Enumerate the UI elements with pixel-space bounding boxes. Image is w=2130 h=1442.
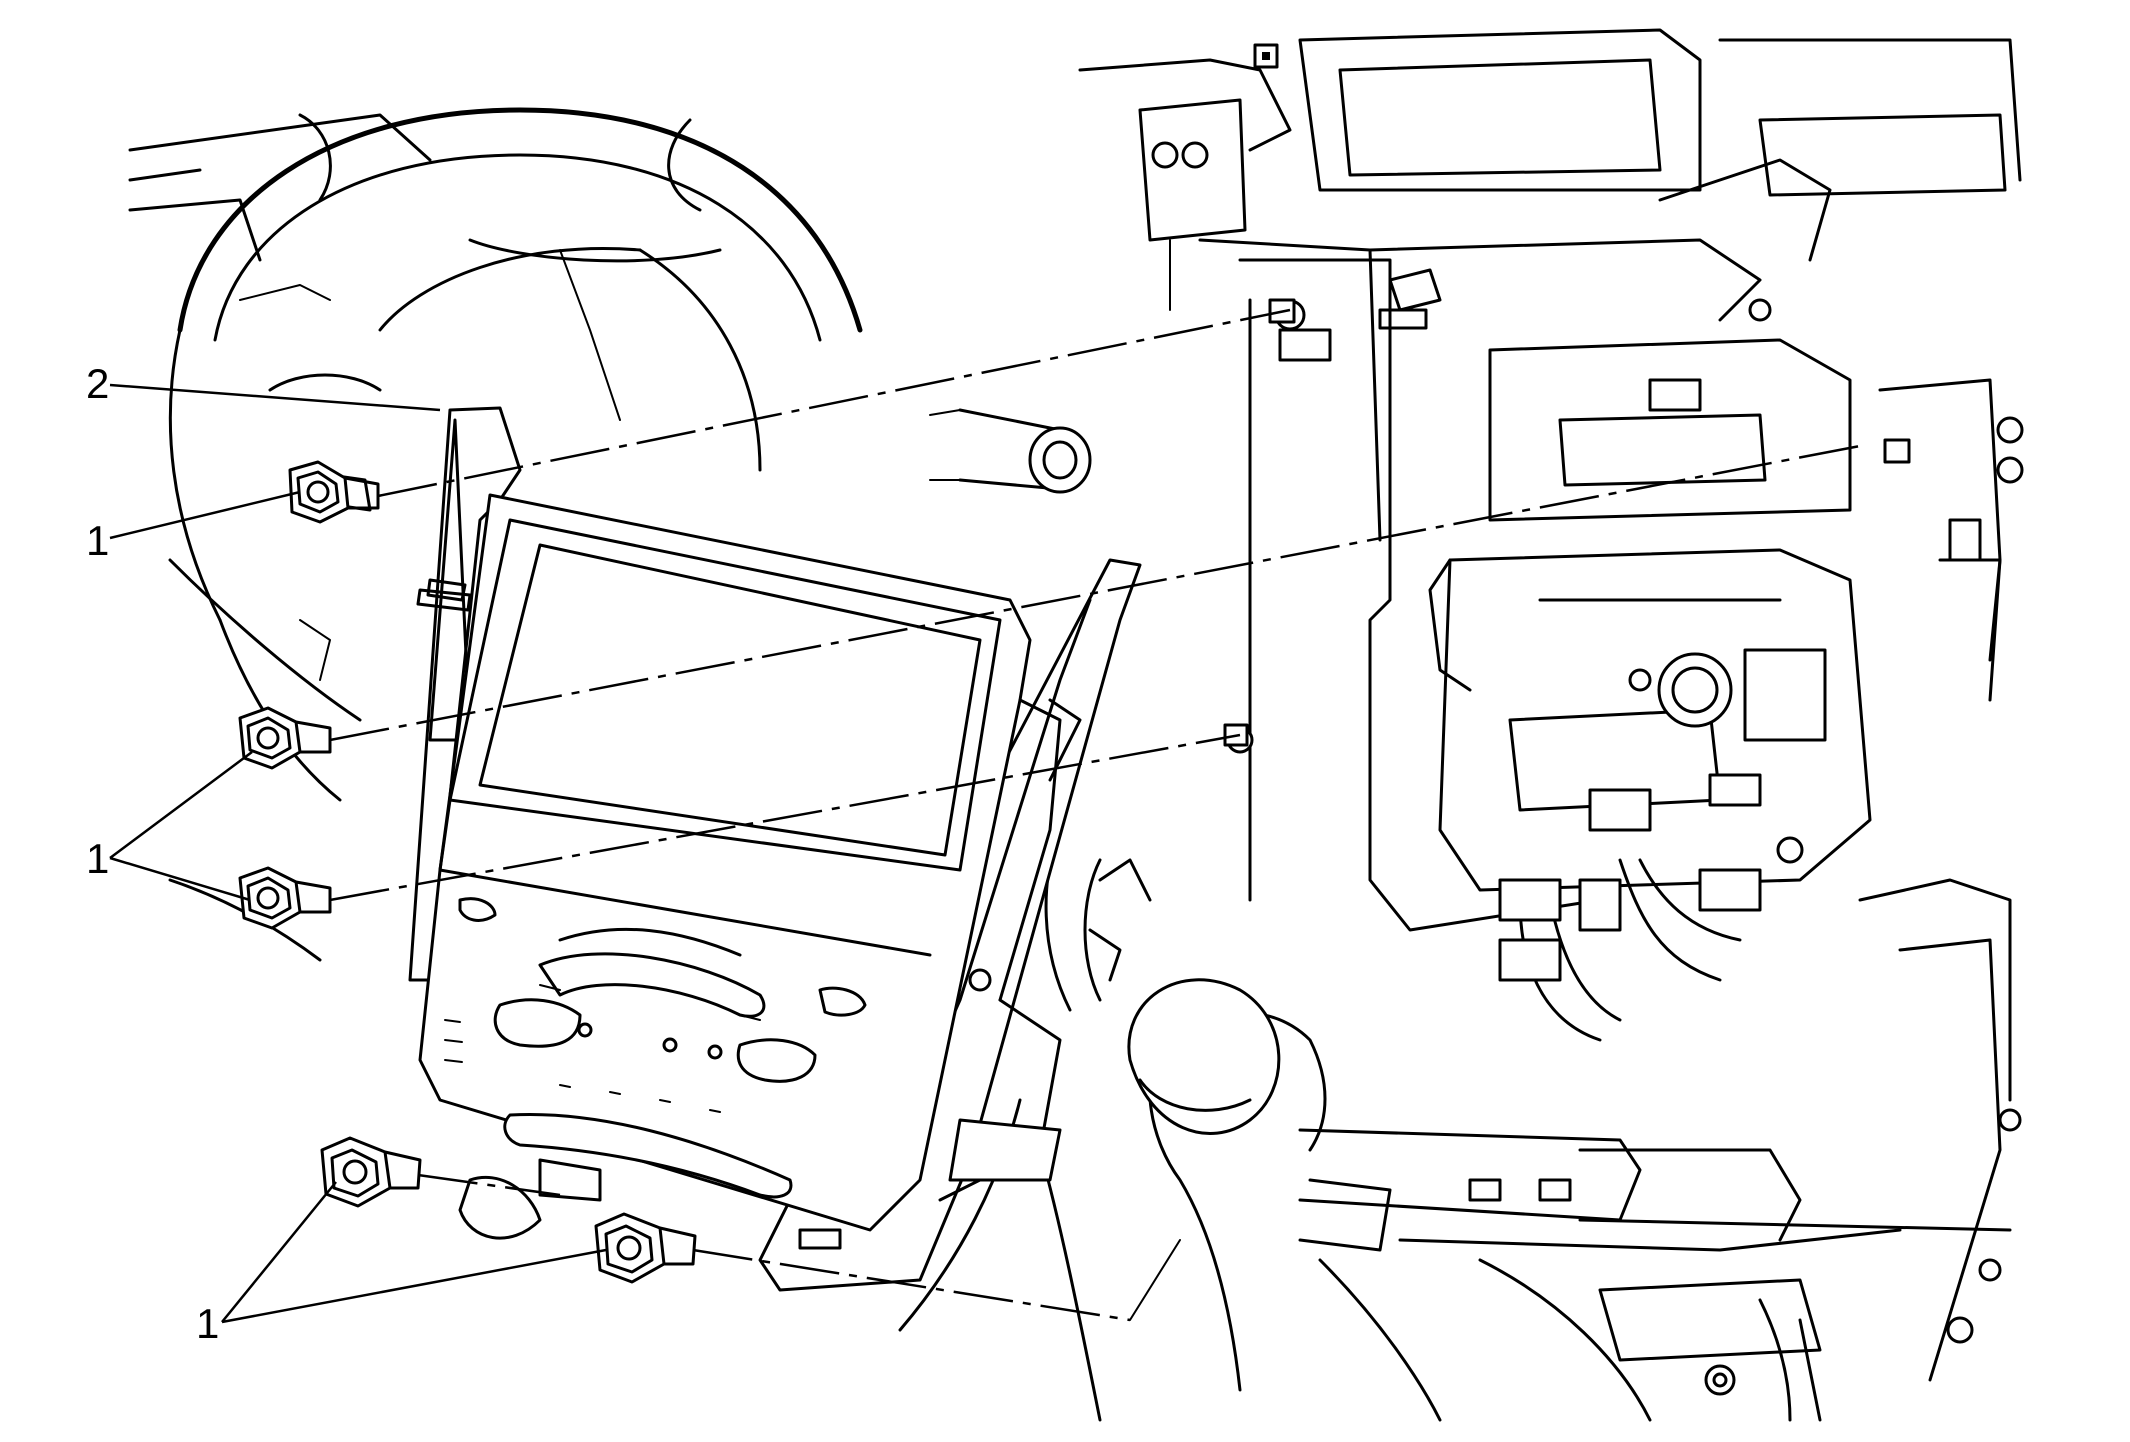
callout-1-label-middle: 1 [86, 835, 109, 882]
callout-leaders [109, 383, 607, 1324]
bolt-upper-left [288, 460, 380, 524]
bolt-alignment-lines [329, 308, 1866, 1322]
floor-console [1127, 878, 2022, 1422]
callout-1-label-upper: 1 [86, 517, 109, 564]
callout-2-label: 2 [86, 360, 109, 407]
bolt-mid-left [238, 706, 332, 770]
radio-control-module [1428, 548, 1872, 1042]
bolt-bottom-center [594, 1212, 697, 1284]
radio-display-unit [416, 493, 1062, 1240]
steering-wheel [168, 107, 1092, 802]
bolt-lower-left [238, 866, 332, 930]
left-dash-trim [128, 113, 432, 962]
callout-1-label-lower: 1 [196, 1300, 219, 1347]
bolt-bottom-left [320, 1136, 422, 1208]
upper-dash-structure [1078, 28, 2022, 311]
